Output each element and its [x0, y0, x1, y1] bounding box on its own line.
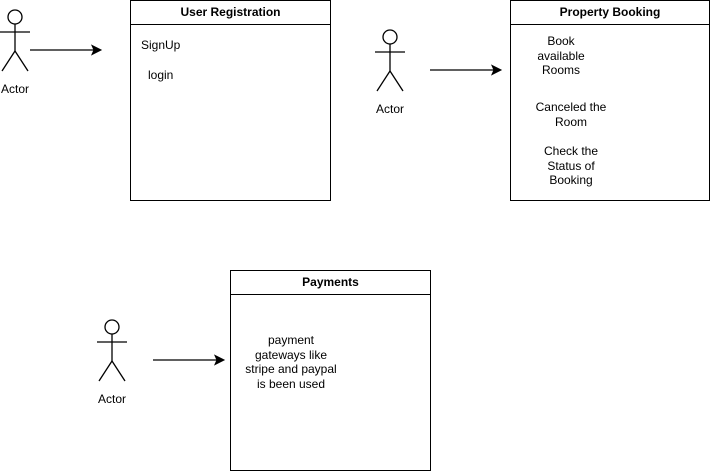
- arrow-actor-to-user-registration: [30, 44, 103, 56]
- cancel-room-item: Canceled the Room: [535, 100, 607, 129]
- actor-icon: [97, 319, 127, 382]
- arrow-actor-to-property-booking: [430, 64, 503, 76]
- actor-3[interactable]: Actor: [82, 318, 142, 413]
- signup-item: SignUp: [141, 38, 181, 52]
- actor-label: Actor: [375, 102, 404, 116]
- actor-icon: [375, 29, 405, 92]
- check-status-item: Check the Status of Booking: [543, 144, 599, 187]
- payments-title: Payments: [231, 271, 430, 295]
- payments-box[interactable]: Payments payment gateways like stripe an…: [230, 270, 431, 471]
- property-booking-title: Property Booking: [511, 1, 709, 25]
- user-registration-title: User Registration: [131, 1, 330, 25]
- book-rooms-item: Book available Rooms: [537, 34, 585, 77]
- actor-2[interactable]: Actor: [360, 28, 420, 123]
- property-booking-box[interactable]: Property Booking Book available Rooms Ca…: [510, 0, 710, 201]
- arrow-actor-to-payments: [153, 354, 226, 366]
- actor-label: Actor: [0, 82, 29, 96]
- actor-label: Actor: [97, 392, 126, 406]
- actor-1[interactable]: Actor: [0, 8, 45, 103]
- payment-gateways-item: payment gateways like stripe and paypal …: [245, 333, 337, 391]
- login-item: login: [148, 68, 174, 82]
- actor-icon: [0, 9, 30, 72]
- user-registration-box[interactable]: User Registration SignUp login: [130, 0, 331, 201]
